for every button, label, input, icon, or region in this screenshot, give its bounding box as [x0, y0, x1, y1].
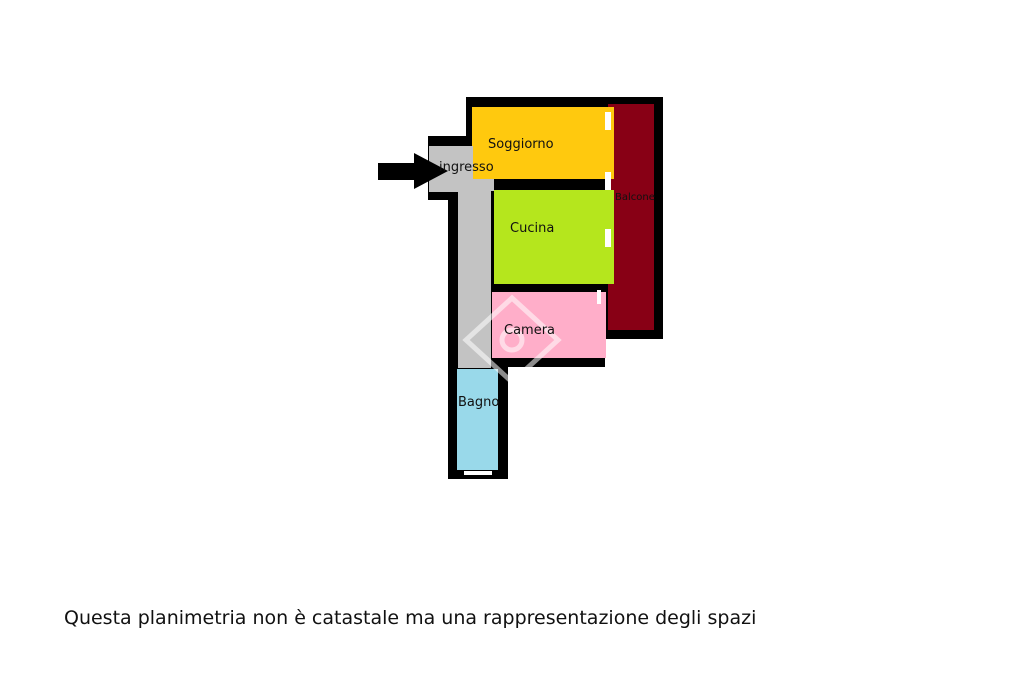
window-camera	[597, 290, 601, 304]
window-soggiorno-lower	[605, 172, 611, 190]
label-cucina: Cucina	[510, 221, 554, 236]
window-bagno	[464, 471, 492, 475]
room-cucina	[494, 190, 614, 284]
room-soggiorno	[472, 107, 614, 179]
label-ingresso: ingresso	[439, 160, 494, 175]
label-bagno: Bagno	[458, 395, 499, 410]
disclaimer-note: Questa planimetria non è catastale ma un…	[64, 607, 757, 629]
window-cucina	[605, 229, 611, 247]
label-balcone: Balcone	[615, 192, 655, 203]
room-bagno	[457, 369, 498, 470]
window-soggiorno	[605, 112, 611, 130]
watermark	[462, 294, 562, 386]
room-ingresso-link	[470, 179, 494, 191]
label-camera: Camera	[504, 323, 555, 338]
label-soggiorno: Soggiorno	[488, 137, 554, 152]
room-ingresso-corridor	[458, 179, 491, 368]
room-balcone	[608, 104, 654, 330]
windows	[464, 112, 611, 475]
arrow-right-icon	[378, 153, 448, 189]
